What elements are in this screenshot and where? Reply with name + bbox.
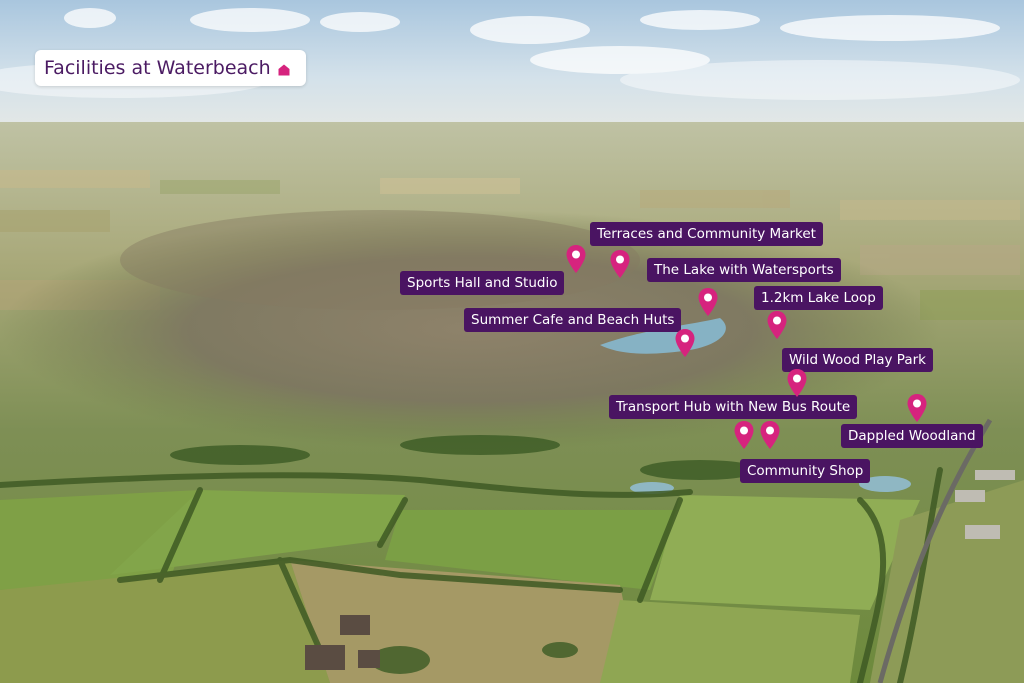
home-icon [278, 64, 290, 76]
page-title: Facilities at Waterbeach [44, 57, 271, 79]
label-lake-watersports: The Lake with Watersports [647, 258, 841, 282]
map-pin-icon[interactable] [565, 244, 587, 274]
map-pin-icon[interactable] [697, 287, 719, 317]
map-pin-icon[interactable] [733, 420, 755, 450]
label-wild-wood-play-park: Wild Wood Play Park [782, 348, 933, 372]
map-pin-icon[interactable] [766, 310, 788, 340]
label-lake-loop: 1.2km Lake Loop [754, 286, 883, 310]
label-summer-cafe-beach-huts: Summer Cafe and Beach Huts [464, 308, 682, 332]
map-pin-icon[interactable] [759, 420, 781, 450]
map-pin-icon[interactable] [786, 368, 808, 398]
map-pin-icon[interactable] [674, 328, 696, 358]
map-pin-icon[interactable] [906, 393, 928, 423]
label-sports-hall-studio: Sports Hall and Studio [400, 271, 565, 295]
map-pin-icon[interactable] [609, 249, 631, 279]
title-card: Facilities at Waterbeach [35, 50, 306, 86]
label-transport-hub: Transport Hub with New Bus Route [609, 395, 858, 419]
label-terraces-community-market: Terraces and Community Market [590, 222, 823, 246]
label-dappled-woodland: Dappled Woodland [841, 424, 983, 448]
label-community-shop: Community Shop [740, 459, 871, 483]
